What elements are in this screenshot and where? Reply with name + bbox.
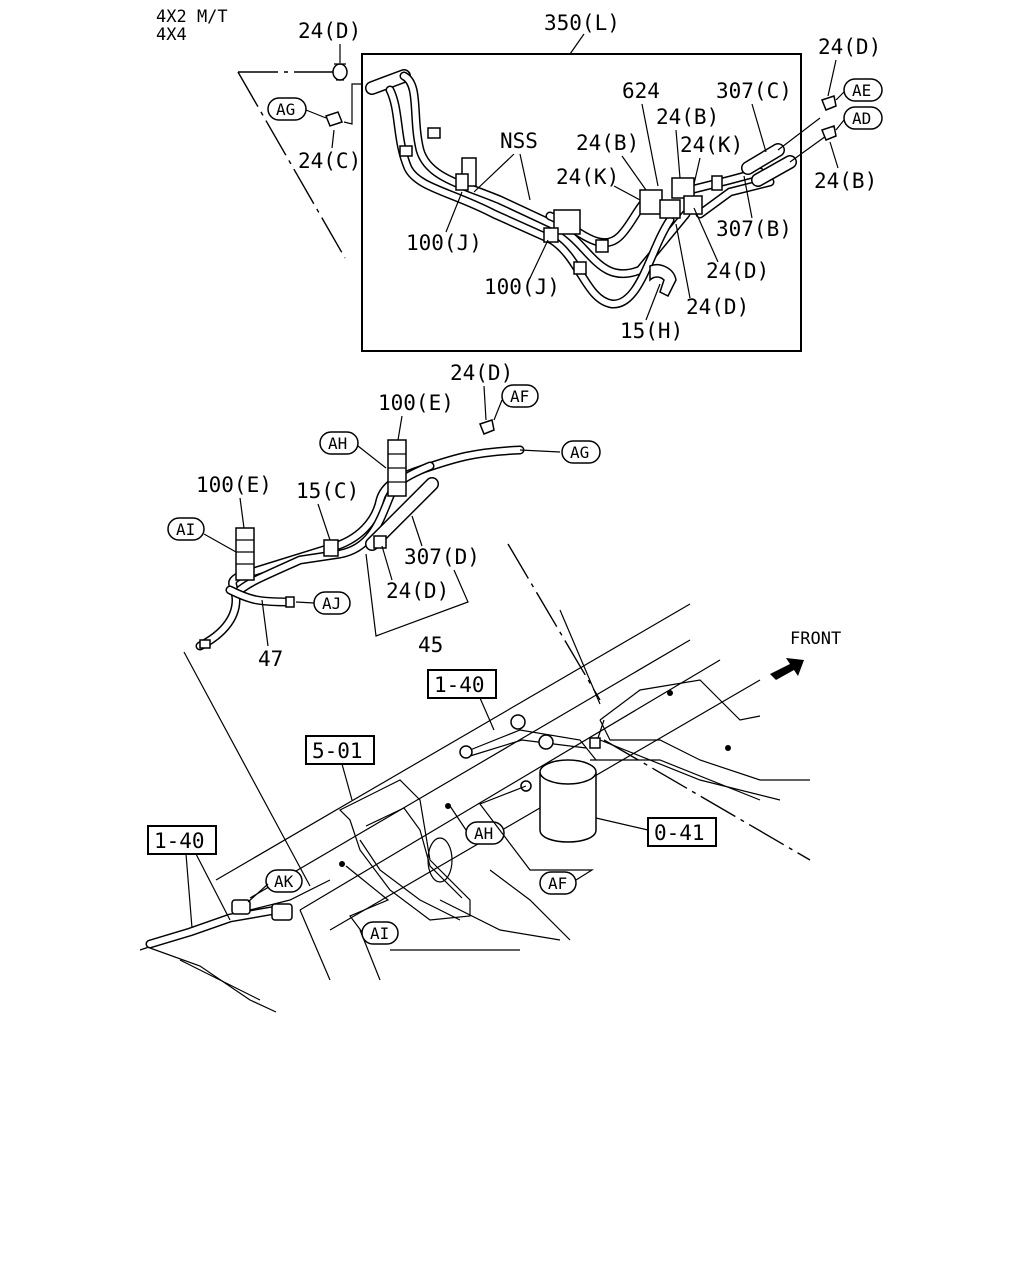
ref-1-40-top[interactable]: 1-40 <box>427 669 497 699</box>
svg-text:1-40: 1-40 <box>434 673 485 697</box>
callout-ah-low: AH <box>465 821 505 845</box>
label-15c: 15(C) <box>296 479 359 503</box>
callout-ae: AE <box>843 78 883 102</box>
pipe-assembly-middle <box>195 419 561 651</box>
svg-text:AG: AG <box>570 443 589 462</box>
label-47: 47 <box>258 647 283 671</box>
callout-aj: AJ <box>313 591 351 615</box>
label-nss: NSS <box>500 129 538 153</box>
bracket-45 <box>365 553 469 637</box>
svg-text:AG: AG <box>276 100 295 119</box>
ref-1-40-left[interactable]: 1-40 <box>147 825 217 855</box>
variant-line-1: 4X2 M/T <box>156 7 228 27</box>
svg-text:AI: AI <box>370 924 389 943</box>
label-307d: 307(D) <box>404 545 480 569</box>
ref-0-41[interactable]: 0-41 <box>647 817 717 847</box>
callout-ad: AD <box>843 106 883 130</box>
svg-text:1-40: 1-40 <box>154 829 205 853</box>
label-24c: 24(C) <box>298 149 361 173</box>
frame-assembly <box>139 543 811 1013</box>
variant-line-2: 4X4 <box>156 25 187 45</box>
label-24d-c: 24(D) <box>706 259 769 283</box>
svg-text:AH: AH <box>474 824 493 843</box>
label-100j-a: 100(J) <box>406 231 482 255</box>
label-307c: 307(C) <box>716 79 792 103</box>
label-100j-b: 100(J) <box>484 275 560 299</box>
svg-text:AI: AI <box>176 520 195 539</box>
label-24d-right: 24(D) <box>818 35 881 59</box>
callout-af-mid: AF <box>501 384 539 408</box>
front-arrow-icon <box>770 658 804 680</box>
label-24b-b: 24(B) <box>656 105 719 129</box>
label-100e-top: 100(E) <box>378 391 454 415</box>
callout-af-low: AF <box>539 871 577 895</box>
label-24d-d: 24(D) <box>686 295 749 319</box>
svg-text:AF: AF <box>548 874 567 893</box>
clamp-24b-right <box>821 125 837 141</box>
clamp-24d-right <box>821 95 837 111</box>
callout-ak: AK <box>265 869 303 893</box>
svg-text:AE: AE <box>852 81 871 100</box>
callout-ag-mid: AG <box>561 440 601 464</box>
svg-text:AJ: AJ <box>322 594 341 613</box>
label-15h: 15(H) <box>620 319 683 343</box>
label-45: 45 <box>418 633 443 657</box>
leader-dashdot-diag <box>237 71 346 259</box>
callout-ai-mid: AI <box>167 517 205 541</box>
label-24d-top: 24(D) <box>298 19 361 43</box>
svg-text:AK: AK <box>274 872 294 891</box>
svg-text:5-01: 5-01 <box>312 739 363 763</box>
detail-box-350l <box>361 53 802 352</box>
callout-ai-low: AI <box>361 921 399 945</box>
pipe-assembly-350l <box>365 69 827 309</box>
callout-ah-mid: AH <box>319 431 359 455</box>
clamp-24c <box>325 111 343 127</box>
label-24k-b: 24(K) <box>680 133 743 157</box>
callout-ag-top: AG <box>267 97 307 121</box>
label-24d-low: 24(D) <box>386 579 449 603</box>
label-front: FRONT <box>790 629 841 649</box>
label-24b-a: 24(B) <box>576 131 639 155</box>
clamp-24d-top <box>332 63 348 81</box>
svg-text:0-41: 0-41 <box>654 821 705 845</box>
svg-text:AF: AF <box>510 387 529 406</box>
label-307b: 307(B) <box>716 217 792 241</box>
svg-text:AD: AD <box>852 109 871 128</box>
ref-5-01[interactable]: 5-01 <box>305 735 375 765</box>
svg-text:AH: AH <box>328 434 347 453</box>
label-100e-left: 100(E) <box>196 473 272 497</box>
label-624: 624 <box>622 79 660 103</box>
label-24k-a: 24(K) <box>556 165 619 189</box>
label-350l: 350(L) <box>544 11 620 35</box>
label-24b-right: 24(B) <box>814 169 877 193</box>
label-24d-mid: 24(D) <box>450 361 513 385</box>
